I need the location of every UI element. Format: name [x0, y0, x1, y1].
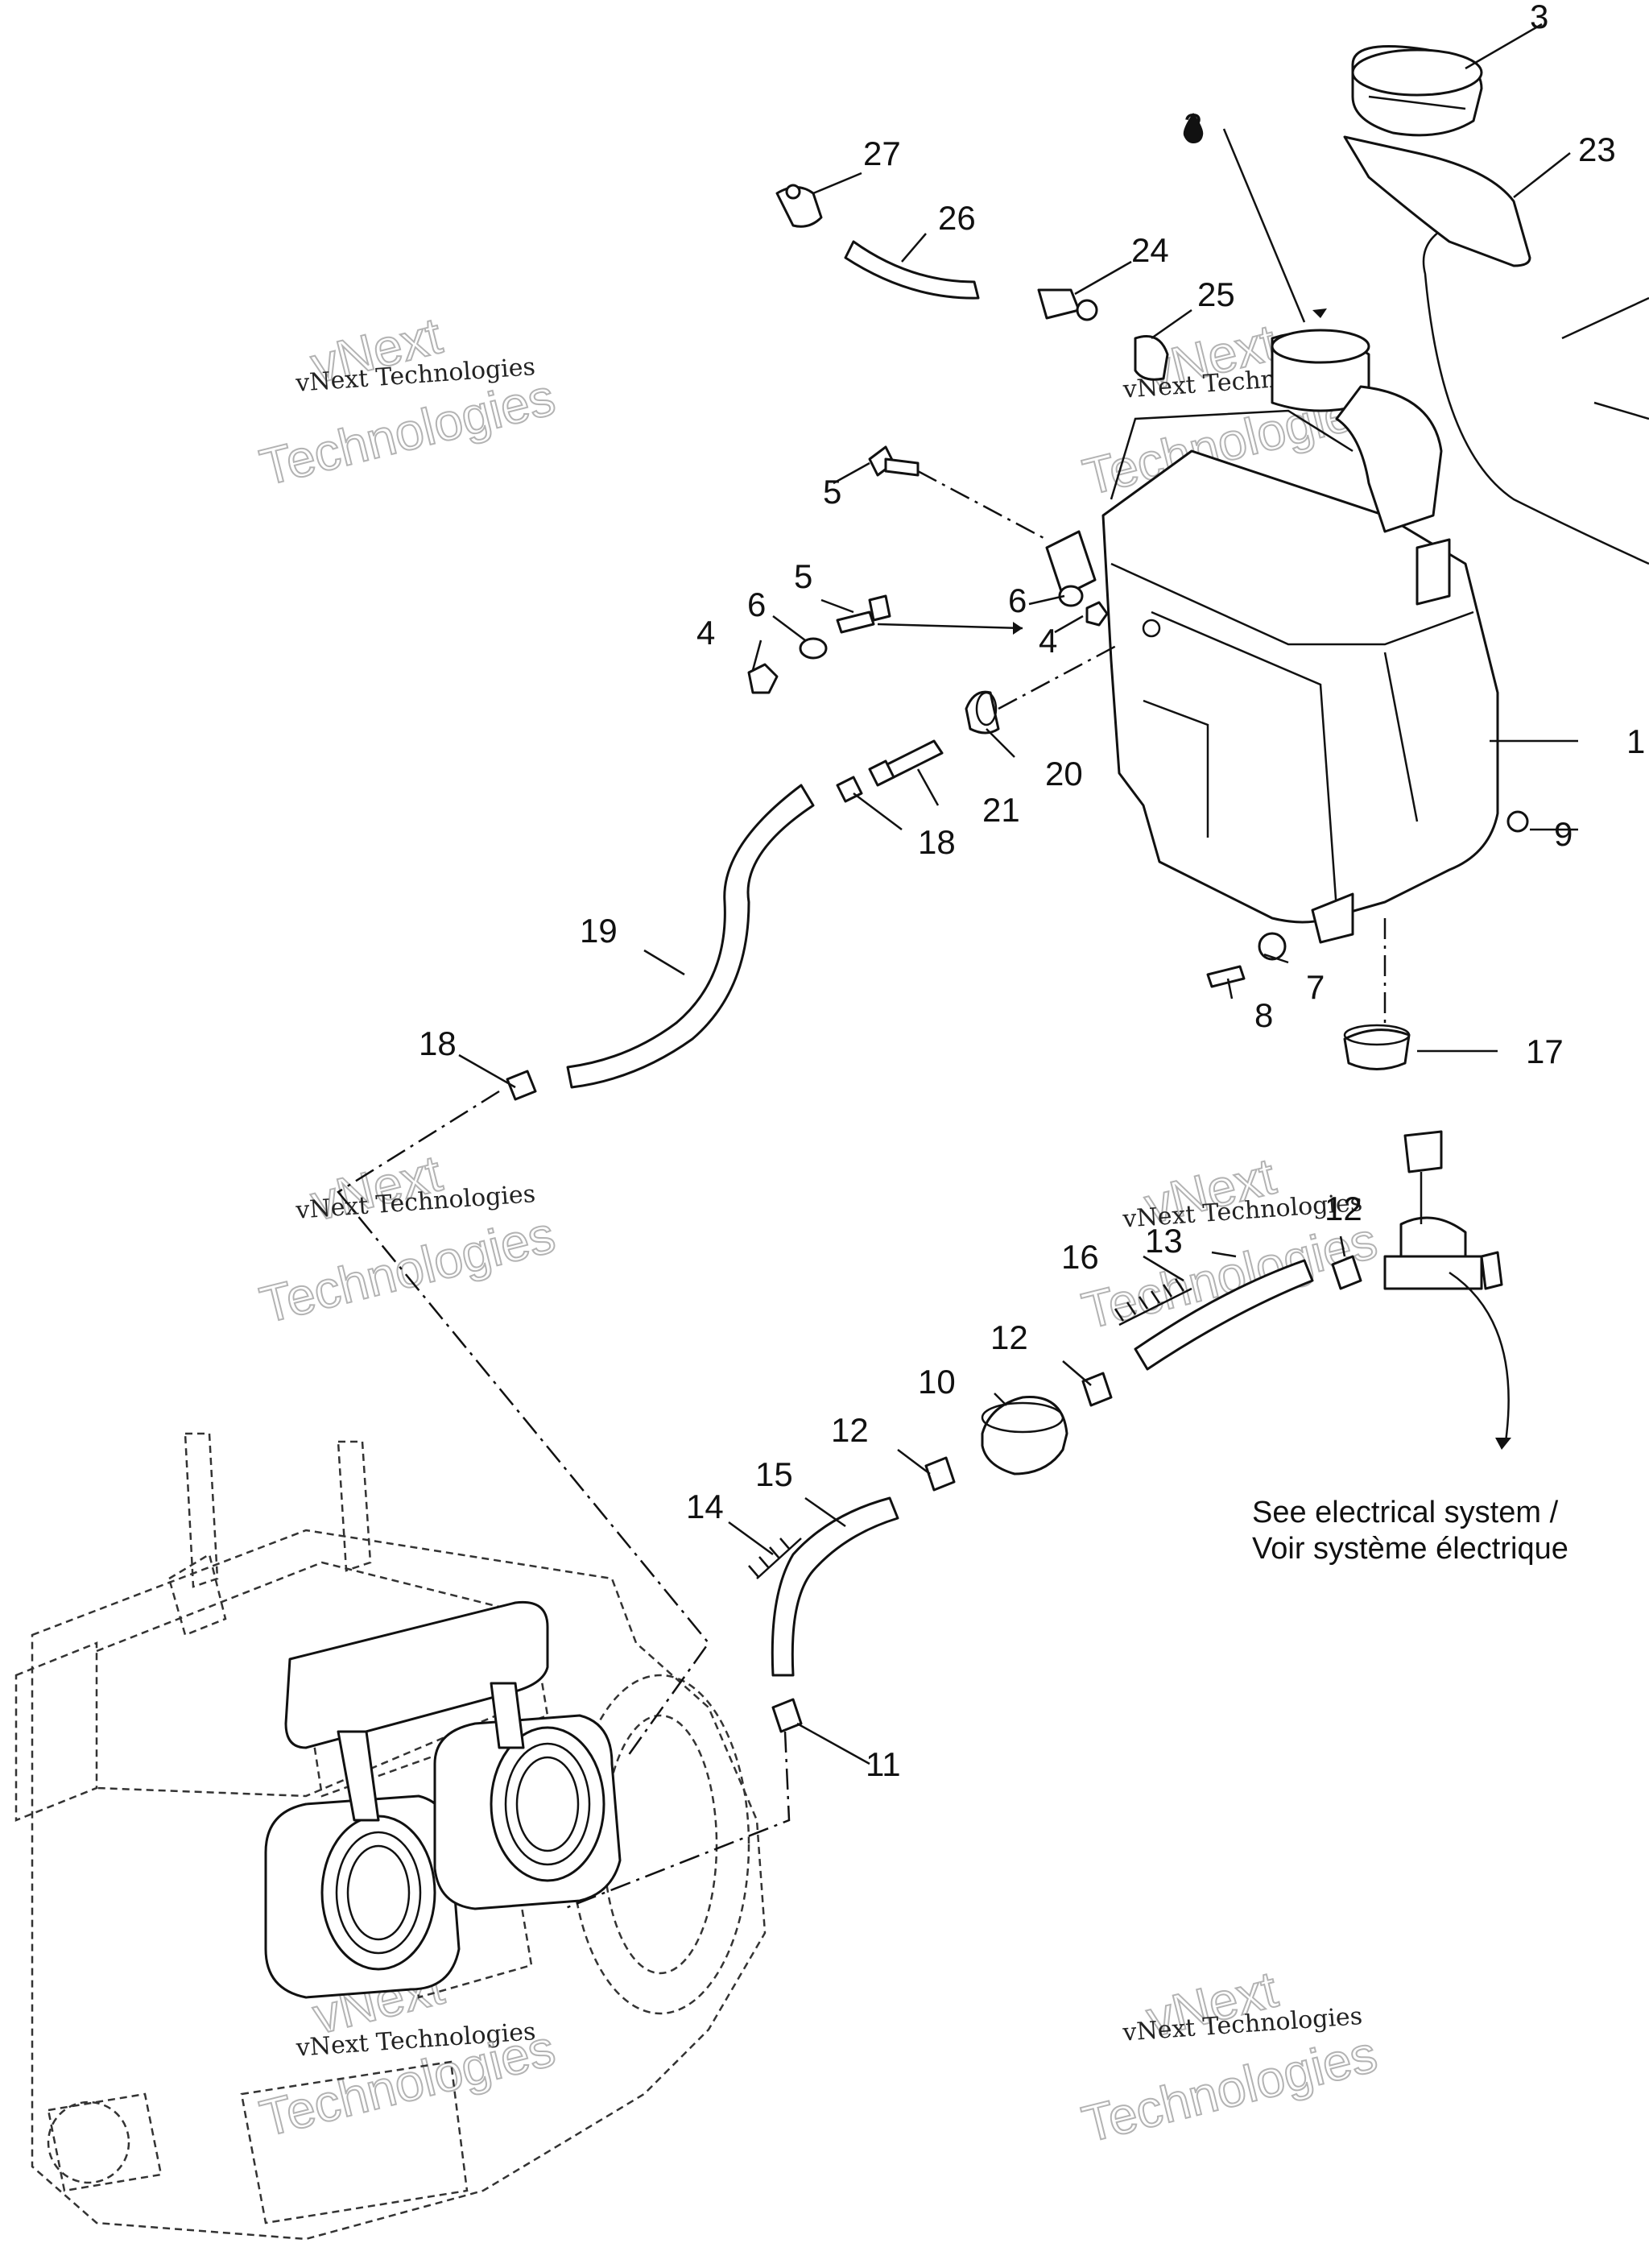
label-18-upper: 18	[918, 823, 956, 861]
label-13: 13	[1145, 1222, 1183, 1260]
watermark-3: vNext vNext Technologies Technologies	[254, 1143, 561, 1335]
oil-drop-icon	[1183, 113, 1204, 143]
label-25: 25	[1197, 275, 1235, 313]
label-3: 3	[1530, 0, 1548, 35]
label-7: 7	[1306, 968, 1325, 1006]
watermark-1: vNext vNext Technologies Technologies	[254, 305, 561, 497]
intake-flange-rear	[433, 1714, 622, 1910]
filter-10	[981, 1396, 1068, 1475]
label-20: 20	[1045, 755, 1083, 793]
clamp-12-mid	[1081, 1372, 1113, 1407]
clamp-12-left	[924, 1456, 956, 1492]
label-9: 9	[1554, 815, 1573, 853]
grommet-25	[1134, 335, 1169, 381]
label-12-mid: 12	[990, 1318, 1028, 1356]
label-8: 8	[1254, 996, 1273, 1034]
label-10: 10	[918, 1363, 956, 1401]
note-line-1: See electrical system /	[1252, 1496, 1559, 1529]
label-12-left: 12	[831, 1411, 869, 1449]
label-6-right: 6	[1008, 581, 1027, 619]
bolt-5-upper	[868, 445, 920, 477]
fitting-21	[868, 739, 944, 787]
label-16: 16	[1061, 1238, 1099, 1276]
oil-tank	[1045, 329, 1499, 944]
nut-4-right	[1085, 601, 1109, 627]
label-5-lower: 5	[794, 557, 812, 595]
label-17: 17	[1526, 1033, 1564, 1070]
label-12-right: 12	[1325, 1190, 1362, 1227]
leader-lines	[458, 23, 1578, 1765]
assembly-lines	[337, 470, 1387, 1910]
vent-valve-27	[775, 184, 823, 228]
clip-9	[1506, 810, 1529, 833]
grommet-20	[965, 690, 1000, 735]
hose-15	[771, 1496, 899, 1677]
note-line-2: Voir système électrique	[1252, 1532, 1568, 1566]
label-5-upper: 5	[823, 473, 841, 511]
part-labels: 3 2 23 27 26 24 25 5 5 6 4 6 4 1 20 21 1…	[419, 0, 1645, 1783]
label-21: 21	[982, 791, 1020, 829]
intake-flange-front	[264, 1794, 461, 1999]
label-14: 14	[686, 1488, 724, 1525]
grommet-17	[1343, 1024, 1411, 1070]
label-6-left: 6	[747, 586, 766, 623]
clamp-18-lower	[506, 1070, 537, 1101]
gasket-23	[1343, 135, 1531, 267]
washer-6-right	[1058, 585, 1084, 607]
watermark-6: vNext vNext Technologies Technologies	[1076, 1959, 1383, 2154]
engine-head	[284, 1600, 549, 1822]
label-1: 1	[1626, 722, 1645, 760]
clamp-11	[771, 1698, 803, 1733]
cap-3	[1351, 45, 1483, 137]
label-15: 15	[755, 1455, 793, 1493]
label-18-lower: 18	[419, 1024, 457, 1062]
screw-8	[1206, 965, 1246, 988]
hose-26	[844, 240, 980, 300]
spring-16	[1114, 1278, 1192, 1326]
svg-text:Technologies: Technologies	[1077, 2025, 1382, 2154]
label-26: 26	[938, 199, 976, 237]
fuel-tank-edge	[1422, 224, 1649, 565]
label-11: 11	[866, 1745, 901, 1783]
spring-14	[748, 1538, 802, 1579]
label-23: 23	[1578, 130, 1616, 168]
hose-19	[566, 784, 815, 1089]
clamp-12-right	[1331, 1255, 1362, 1290]
label-4-left: 4	[696, 614, 715, 652]
connector-24	[1037, 288, 1098, 321]
electrical-note: See electrical system / Voir système éle…	[1252, 1496, 1568, 1566]
lock-washer-7	[1258, 932, 1287, 961]
oil-level-sensor	[1383, 1130, 1503, 1290]
label-4-right: 4	[1039, 622, 1057, 660]
label-19: 19	[580, 912, 618, 950]
label-24: 24	[1131, 231, 1169, 269]
label-27: 27	[863, 135, 901, 172]
hose-13	[1134, 1259, 1314, 1371]
bolt-5-lower	[836, 594, 891, 634]
nut-4-left	[747, 663, 779, 694]
washer-6-left	[799, 637, 828, 660]
